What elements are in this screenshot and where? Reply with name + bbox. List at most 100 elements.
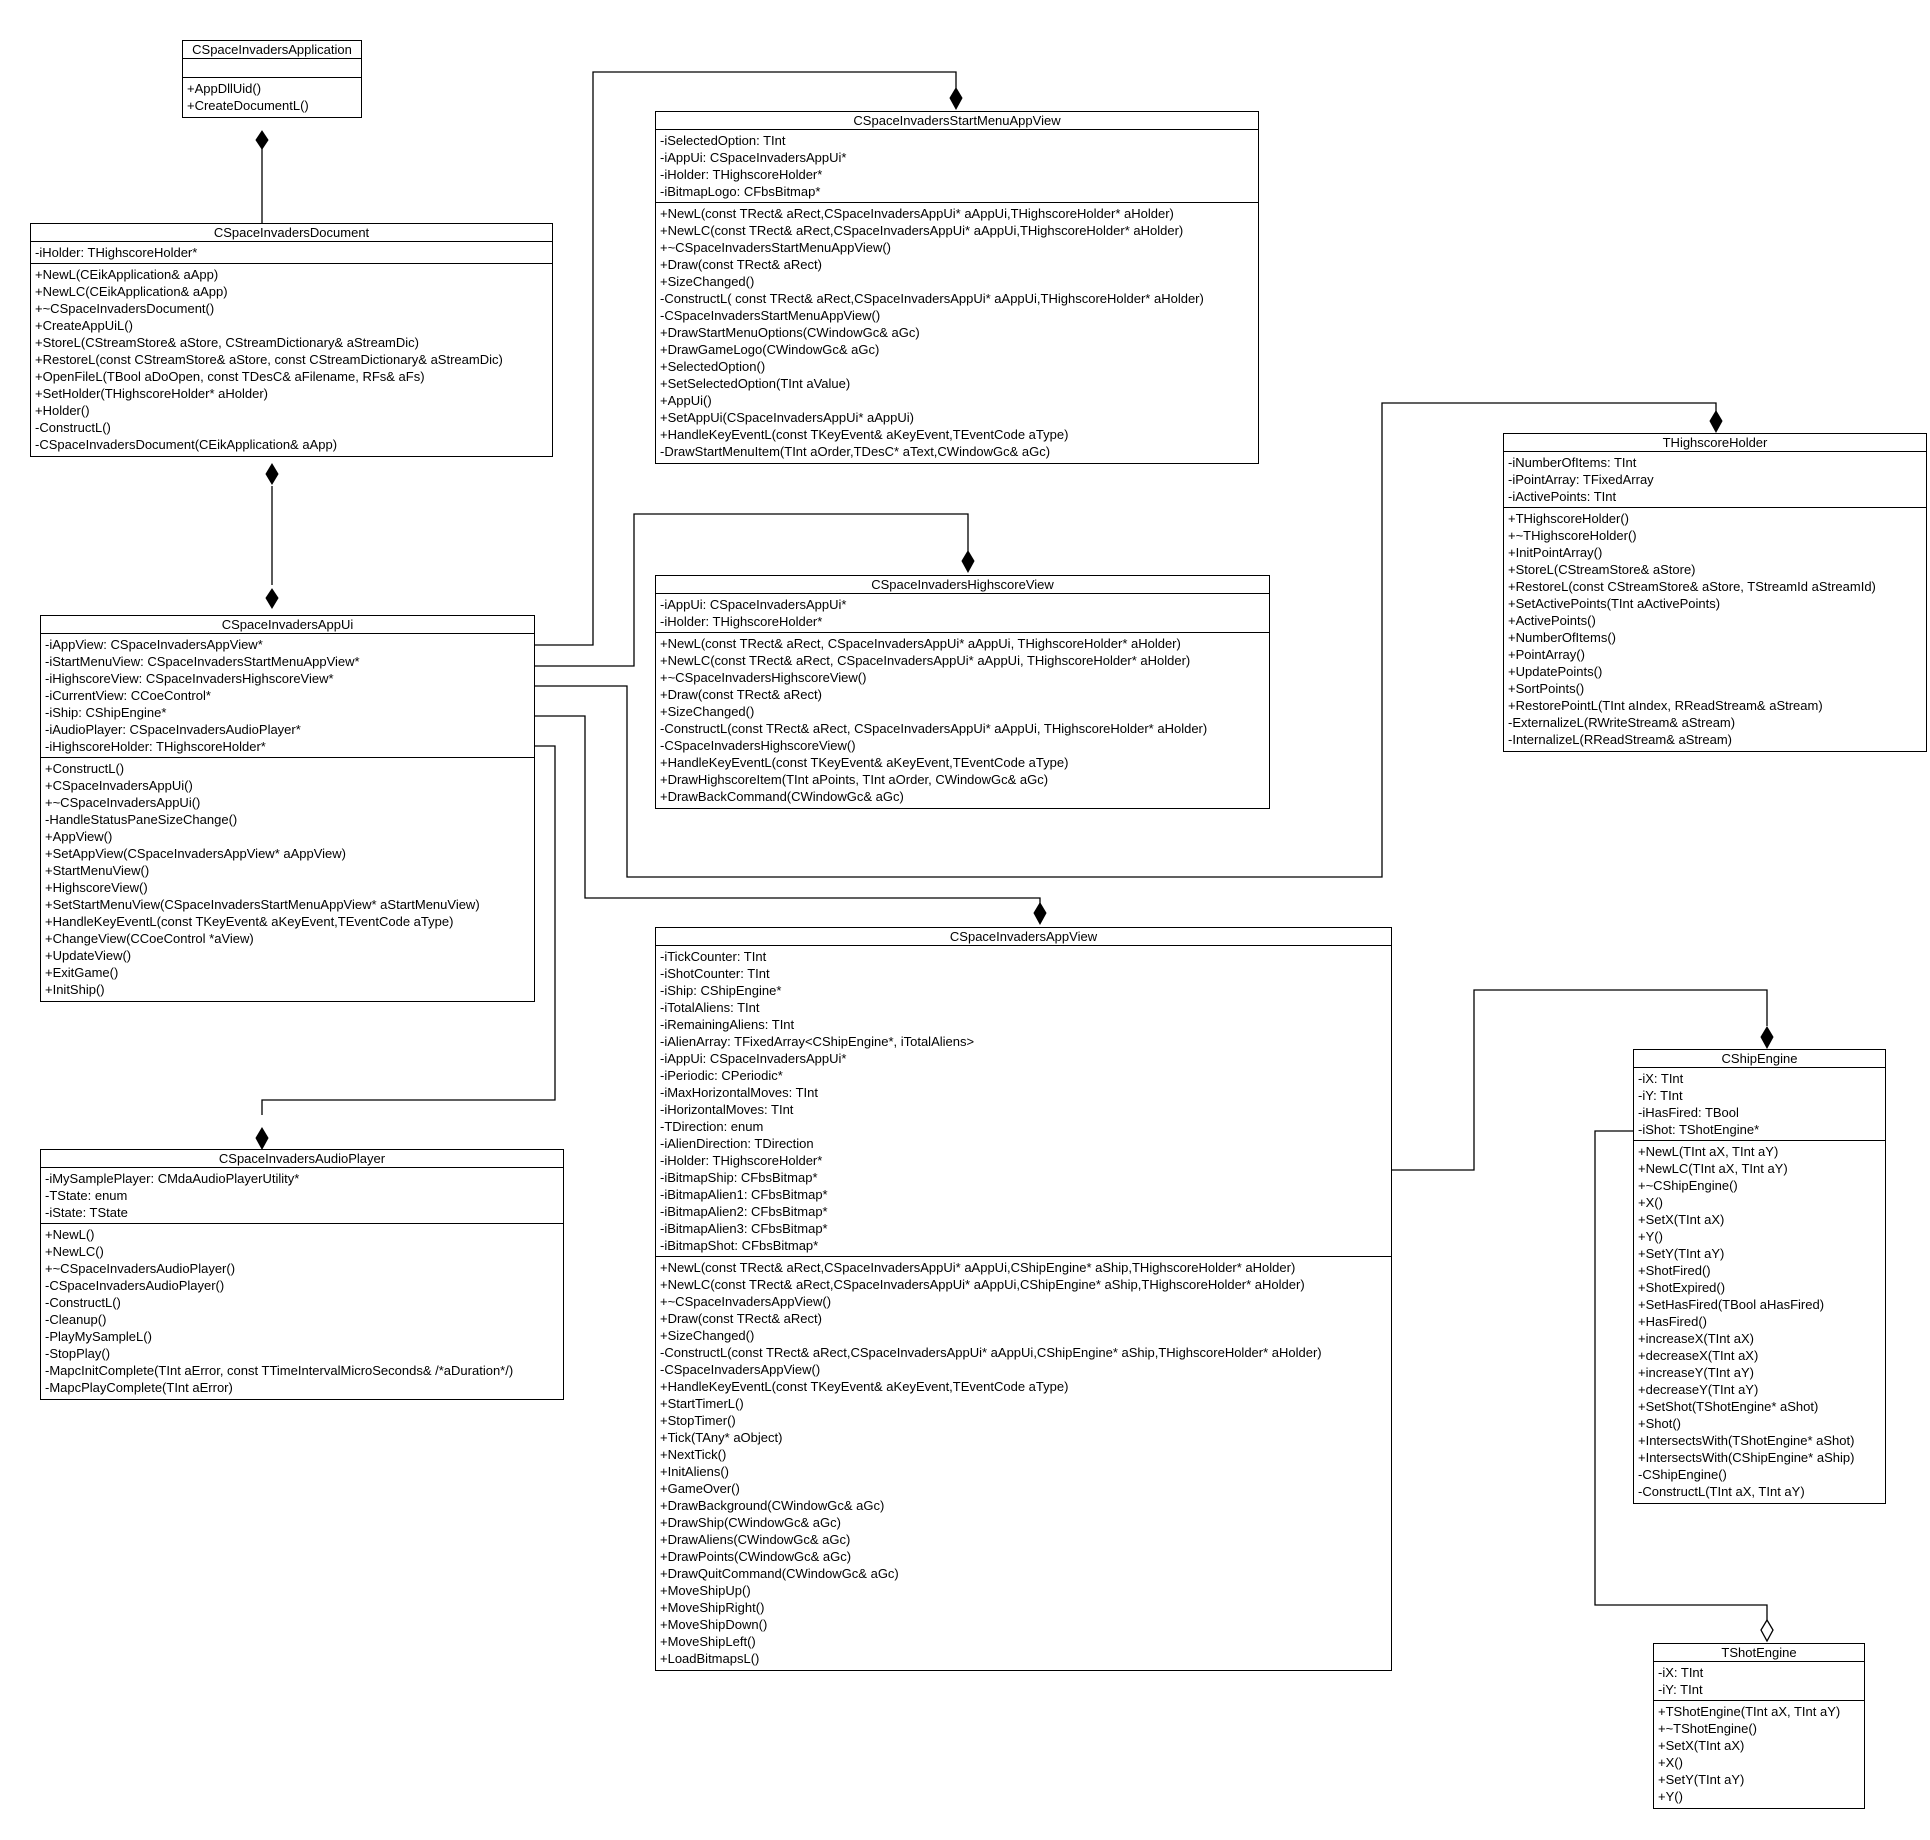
attribute-line: -iX: TInt xyxy=(1658,1665,1704,1680)
operation-line: +NewLC(CEikApplication& aApp) xyxy=(35,284,228,299)
operation-line: +ShotExpired() xyxy=(1638,1280,1726,1295)
class-cspaceinvadershighscoreview[interactable]: CSpaceInvadersHighscoreView -iAppUi: CSp… xyxy=(655,575,1270,809)
operation-line: +Y() xyxy=(1658,1789,1683,1804)
operation-line: -CSpaceInvadersStartMenuAppView() xyxy=(660,308,881,323)
attribute-line: -iAppUi: CSpaceInvadersAppUi* xyxy=(660,150,847,165)
class-name: CSpaceInvadersDocument xyxy=(31,224,552,242)
class-cspaceinvadersappview[interactable]: CSpaceInvadersAppView -iTickCounter: TIn… xyxy=(655,927,1392,1671)
class-cspaceinvadersstartmenuappview[interactable]: CSpaceInvadersStartMenuAppView -iSelecte… xyxy=(655,111,1259,464)
attribute-line: -iBitmapShip: CFbsBitmap* xyxy=(660,1170,818,1185)
attribute-line: -iMaxHorizontalMoves: TInt xyxy=(660,1085,818,1100)
operation-line: +Draw(const TRect& aRect) xyxy=(660,1311,822,1326)
operation-line: +TShotEngine(TInt aX, TInt aY) xyxy=(1658,1704,1841,1719)
operation-line: +NewL(const TRect& aRect,CSpaceInvadersA… xyxy=(660,1260,1296,1275)
operations-compartment: +NewL(const TRect& aRect, CSpaceInvaders… xyxy=(656,633,1269,808)
attribute-line: -iNumberOfItems: TInt xyxy=(1508,455,1637,470)
operation-line: +HighscoreView() xyxy=(45,880,148,895)
operation-line: +CreateAppUiL() xyxy=(35,318,133,333)
attribute-line: -iState: TState xyxy=(45,1205,128,1220)
operations-compartment: +THighscoreHolder()+~THighscoreHolder()+… xyxy=(1504,508,1926,751)
operation-line: +~CSpaceInvadersDocument() xyxy=(35,301,215,316)
operation-line: +DrawStartMenuOptions(CWindowGc& aGc) xyxy=(660,325,920,340)
operation-line: +SetX(TInt aX) xyxy=(1658,1738,1745,1753)
class-cspaceinvadersaudioplayer[interactable]: CSpaceInvadersAudioPlayer -iMySamplePlay… xyxy=(40,1149,564,1400)
class-cshipengine[interactable]: CShipEngine -iX: TInt-iY: TInt-iHasFired… xyxy=(1633,1049,1886,1504)
operation-line: -HandleStatusPaneSizeChange() xyxy=(45,812,238,827)
operation-line: +NewL(const TRect& aRect, CSpaceInvaders… xyxy=(660,636,1181,651)
class-cspaceinvadersdocument[interactable]: CSpaceInvadersDocument -iHolder: THighsc… xyxy=(30,223,553,457)
class-thighscoreholder[interactable]: THighscoreHolder -iNumberOfItems: TInt-i… xyxy=(1503,433,1927,752)
operation-line: +SetActivePoints(TInt aActivePoints) xyxy=(1508,596,1721,611)
class-tshotengine[interactable]: TShotEngine -iX: TInt-iY: TInt +TShotEng… xyxy=(1653,1643,1865,1809)
composition-diamond-icon xyxy=(255,130,269,150)
attribute-line: -iTotalAliens: TInt xyxy=(660,1000,760,1015)
operation-line: +decreaseX(TInt aX) xyxy=(1638,1348,1759,1363)
operation-line: +THighscoreHolder() xyxy=(1508,511,1630,526)
attribute-line: -iHorizontalMoves: TInt xyxy=(660,1102,794,1117)
operation-line: +AppView() xyxy=(45,829,113,844)
operation-line: +ConstructL() xyxy=(45,761,125,776)
operation-line: -CSpaceInvadersDocument(CEikApplication&… xyxy=(35,437,338,452)
operation-line: +SizeChanged() xyxy=(660,704,755,719)
operation-line: +OpenFileL(TBool aDoOpen, const TDesC& a… xyxy=(35,369,425,384)
operation-line: +RestorePointL(TInt aIndex, RReadStream&… xyxy=(1508,698,1823,713)
operation-line: +NewLC() xyxy=(45,1244,104,1259)
operation-line: +Holder() xyxy=(35,403,90,418)
operation-line: +DrawGameLogo(CWindowGc& aGc) xyxy=(660,342,880,357)
operation-line: +StartTimerL() xyxy=(660,1396,744,1411)
operation-line: -CShipEngine() xyxy=(1638,1467,1727,1482)
attributes-compartment: -iHolder: THighscoreHolder* xyxy=(31,242,552,264)
connector-appview-ship xyxy=(1392,989,1768,1171)
attribute-line: -iActivePoints: TInt xyxy=(1508,489,1617,504)
composition-diamond-icon xyxy=(1709,410,1723,434)
operation-line: +AppDllUid() xyxy=(187,81,262,96)
operation-line: +X() xyxy=(1658,1755,1683,1770)
operation-line: +ChangeView(CCoeControl *aView) xyxy=(45,931,254,946)
composition-diamond-icon xyxy=(255,1127,269,1151)
operation-line: +~CSpaceInvadersAppView() xyxy=(660,1294,832,1309)
class-cspaceinvadersappui[interactable]: CSpaceInvadersAppUi -iAppView: CSpaceInv… xyxy=(40,615,535,1002)
attribute-line: -iSelectedOption: TInt xyxy=(660,133,786,148)
operation-line: +ExitGame() xyxy=(45,965,119,980)
operation-line: +StopTimer() xyxy=(660,1413,736,1428)
class-name: CSpaceInvadersApplication xyxy=(183,41,361,59)
operation-line: -MapcPlayComplete(TInt aError) xyxy=(45,1380,233,1395)
class-cspaceinvadersapplication[interactable]: CSpaceInvadersApplication +AppDllUid()+C… xyxy=(182,40,362,118)
operation-line: +SetAppView(CSpaceInvadersAppView* aAppV… xyxy=(45,846,346,861)
composition-diamond-icon xyxy=(961,550,975,574)
connector-appui-appview xyxy=(535,715,1041,908)
operation-line: +decreaseY(TInt aY) xyxy=(1638,1382,1759,1397)
attributes-compartment: -iX: TInt-iY: TInt xyxy=(1654,1662,1864,1701)
operation-line: +HandleKeyEventL(const TKeyEvent& aKeyEv… xyxy=(45,914,454,929)
operation-line: +InitAliens() xyxy=(660,1464,729,1479)
connector-ship-shot xyxy=(1594,1130,1768,1620)
attribute-line: -iBitmapAlien1: CFbsBitmap* xyxy=(660,1187,828,1202)
operation-line: +increaseY(TInt aY) xyxy=(1638,1365,1754,1380)
operation-line: +Draw(const TRect& aRect) xyxy=(660,687,822,702)
operation-line: +SizeChanged() xyxy=(660,274,755,289)
class-name: CSpaceInvadersAppUi xyxy=(41,616,534,634)
operation-line: +MoveShipRight() xyxy=(660,1600,765,1615)
operation-line: +StoreL(CStreamStore& aStore, CStreamDic… xyxy=(35,335,419,350)
operation-line: +NextTick() xyxy=(660,1447,727,1462)
operation-line: +HandleKeyEventL(const TKeyEvent& aKeyEv… xyxy=(660,427,1069,442)
operation-line: +NumberOfItems() xyxy=(1508,630,1616,645)
operation-line: +NewLC(const TRect& aRect, CSpaceInvader… xyxy=(660,653,1191,668)
operation-line: +SetY(TInt aY) xyxy=(1638,1246,1725,1261)
operations-compartment: +TShotEngine(TInt aX, TInt aY)+~TShotEng… xyxy=(1654,1701,1864,1808)
operation-line: +InitShip() xyxy=(45,982,105,997)
attributes-compartment: -iAppView: CSpaceInvadersAppView*-iStart… xyxy=(41,634,534,758)
operation-line: +NewLC(TInt aX, TInt aY) xyxy=(1638,1161,1788,1176)
connector-appui-highscore xyxy=(535,513,969,667)
attribute-line: -iStartMenuView: CSpaceInvadersStartMenu… xyxy=(45,654,360,669)
operation-line: +RestoreL(const CStreamStore& aStore, co… xyxy=(35,352,503,367)
operation-line: -StopPlay() xyxy=(45,1346,111,1361)
attributes-compartment: -iNumberOfItems: TInt-iPointArray: TFixe… xyxy=(1504,452,1926,508)
attribute-line: -iShip: CShipEngine* xyxy=(45,705,167,720)
operation-line: +MoveShipDown() xyxy=(660,1617,768,1632)
operation-line: +DrawHighscoreItem(TInt aPoints, TInt aO… xyxy=(660,772,1049,787)
operation-line: +RestoreL(const CStreamStore& aStore, TS… xyxy=(1508,579,1876,594)
operation-line: +SetShot(TShotEngine* aShot) xyxy=(1638,1399,1819,1414)
operation-line: -ConstructL() xyxy=(45,1295,121,1310)
